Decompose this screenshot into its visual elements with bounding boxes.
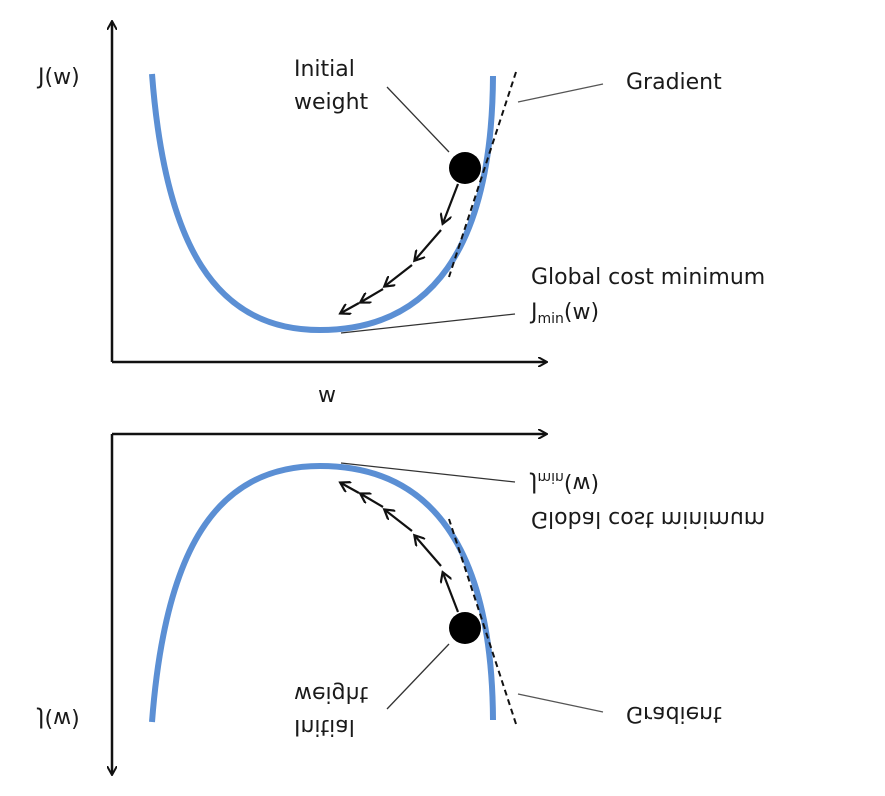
descent-step-arrow [341, 302, 360, 313]
descent-step-arrow [415, 229, 442, 260]
diagram-svg [0, 0, 604, 398]
gradient-tangent-line [448, 71, 517, 278]
mirrored-gradient-leader [517, 693, 604, 713]
mirrored-descent-step-arrow [361, 494, 384, 508]
jmin-label: Jmin(w) [531, 300, 600, 327]
mirrored-gradient-descent-panel: J(w) Initial weight Gradient Global cost… [0, 398, 885, 796]
mirrored-gradient-label: Gradient [626, 701, 722, 726]
mirrored-initial-weight-ball [449, 612, 481, 644]
mirrored-initial-weight-label-line1: Initial [294, 714, 355, 739]
descent-step-arrow [361, 288, 384, 302]
mirrored-minimum-leader [340, 462, 516, 483]
descent-step-arrow [443, 183, 460, 223]
mirrored-descent-step-arrow [415, 536, 442, 567]
mirrored-global-minimum-label: Global cost minimum [531, 506, 766, 531]
initial-weight-label-line1: Initial [294, 57, 355, 82]
gradient-leader [517, 83, 604, 103]
gradient-label: Gradient [626, 70, 722, 95]
cost-curve [149, 73, 496, 334]
mirrored-descent-step-arrow [443, 573, 460, 613]
mirrored-diagram-svg [0, 398, 604, 796]
mirrored-gradient-tangent-line [448, 518, 517, 725]
mirrored-initial-weight-leader [386, 643, 450, 710]
global-minimum-label: Global cost minimum [531, 265, 766, 290]
mirrored-initial-weight-label-line2: weight [294, 681, 369, 706]
mirrored-descent-step-arrow [341, 483, 360, 494]
gradient-descent-panel: J(w) w Initial weight Gradient Global co… [0, 0, 766, 408]
initial-weight-label-line2: weight [294, 90, 369, 115]
minimum-leader [340, 313, 516, 334]
mirrored-descent-step-arrow [385, 510, 413, 532]
initial-weight-ball [449, 152, 481, 184]
mirrored-y-axis-label: J(w) [38, 706, 80, 731]
y-axis-label: J(w) [38, 65, 80, 90]
descent-step-arrow [385, 264, 413, 286]
mirrored-jmin-label: Jmin(w) [531, 469, 600, 496]
mirrored-cost-curve [149, 462, 496, 723]
initial-weight-leader [386, 86, 450, 153]
x-axis-label: w [318, 383, 336, 408]
